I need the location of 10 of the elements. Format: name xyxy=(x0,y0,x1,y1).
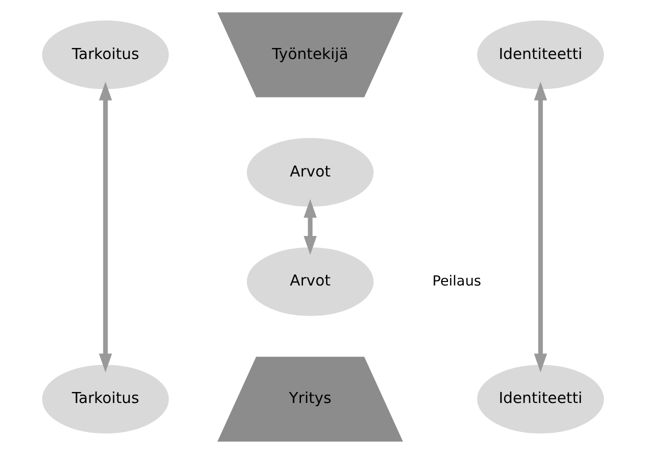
arrow xyxy=(98,82,112,372)
node-ellipse: Identiteetti xyxy=(477,20,604,90)
node-ellipse: Tarkoitus xyxy=(42,364,169,434)
node-ellipse: Tarkoitus xyxy=(42,20,169,90)
node-ellipse: Arvot xyxy=(246,138,374,207)
arrow xyxy=(304,199,317,255)
node-ellipse: Identiteetti xyxy=(477,364,604,434)
arrow xyxy=(534,82,548,372)
label: Peilaus xyxy=(432,273,482,290)
node-ellipse: Arvot xyxy=(246,247,374,316)
